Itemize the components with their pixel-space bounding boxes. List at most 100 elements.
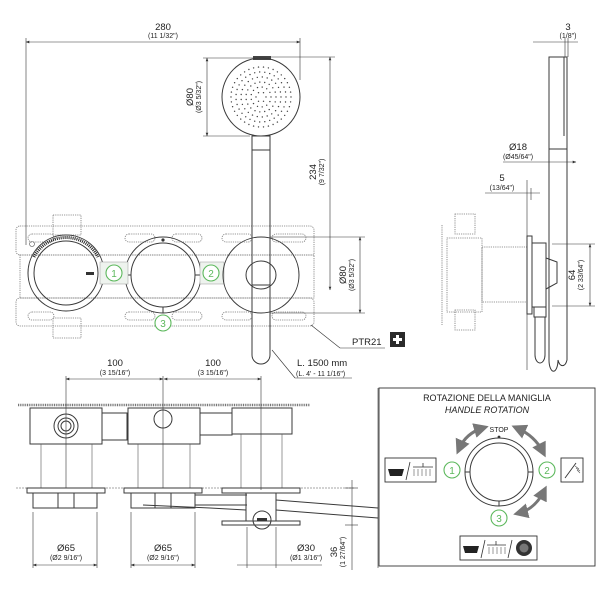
bath-overhead-and-body-jet-icon <box>459 535 538 561</box>
nozzle-dot <box>284 101 287 103</box>
dimension-234: 234 (9 7/32") <box>271 56 335 291</box>
nozzle-dot <box>268 108 270 111</box>
nozzle-dot <box>259 121 261 123</box>
svg-text:234: 234 <box>308 164 319 180</box>
nozzle-dot <box>252 125 255 127</box>
nozzle-dot <box>264 121 266 123</box>
nozzle-dot <box>279 101 282 103</box>
nozzle-dot <box>261 76 263 78</box>
svg-text:2: 2 <box>544 466 550 477</box>
nozzle-dot <box>280 74 282 76</box>
nozzle-dot <box>264 71 266 74</box>
rotation-subtitle: HANDLE ROTATION <box>445 405 530 415</box>
nozzle-dot <box>252 67 255 69</box>
hand-shower-icon <box>560 457 584 483</box>
nozzle-dot <box>236 114 238 117</box>
spray-nozzles <box>230 66 292 128</box>
nozzle-dot <box>251 78 254 80</box>
nozzle-dot <box>247 80 249 83</box>
svg-text:3: 3 <box>160 319 166 330</box>
dimension-65-b: Ø65 (Ø2 9/16") <box>130 512 196 568</box>
nozzle-dot <box>280 110 283 113</box>
nozzle-dot <box>272 87 274 89</box>
nozzle-dot <box>262 126 265 128</box>
svg-text:(2 33/64"): (2 33/64") <box>578 260 585 291</box>
dimension-3: 3 (1/8") <box>533 22 578 57</box>
nozzle-dot <box>266 77 268 79</box>
nozzle-dot <box>257 92 260 94</box>
nozzle-dot <box>269 91 271 94</box>
nozzle-dot <box>240 74 242 76</box>
nozzle-dot <box>272 68 274 71</box>
svg-text:1: 1 <box>111 269 117 280</box>
dimension-36: 36 (1 27/64") <box>329 480 358 570</box>
nozzle-dot <box>264 110 266 113</box>
svg-text:Ø80: Ø80 <box>338 266 349 284</box>
nozzle-dot <box>247 89 249 91</box>
nozzle-dot <box>273 75 275 77</box>
svg-text:(9 7/32"): (9 7/32") <box>319 159 326 186</box>
nozzle-dot <box>261 86 263 88</box>
nozzle-dot <box>275 96 277 98</box>
nozzle-dot <box>230 101 233 103</box>
svg-text:(L. 4' - 11 1/16"): (L. 4' - 11 1/16") <box>296 371 345 378</box>
position-marker-2: 2 <box>202 264 220 282</box>
nozzle-dot <box>289 101 292 103</box>
nozzle-dot <box>256 86 259 89</box>
accessory-callout: PTR21 <box>310 324 405 349</box>
nozzle-dot <box>259 81 261 83</box>
nozzle-dot <box>280 118 282 120</box>
nozzle-dot <box>256 76 258 79</box>
svg-text:(3 15/16"): (3 15/16") <box>198 370 229 377</box>
nozzle-dot <box>250 85 252 87</box>
nozzle-dot <box>284 91 287 93</box>
dimension-64: 64 (2 33/64") <box>552 243 595 307</box>
nozzle-dot <box>236 103 238 106</box>
svg-text:(Ø3 5/32"): (Ø3 5/32") <box>196 81 203 113</box>
rotation-position-3: 3 <box>490 509 508 527</box>
nozzle-dot <box>247 111 249 114</box>
svg-text:(13/64"): (13/64") <box>490 185 515 192</box>
bath-and-overhead-shower-icon <box>384 457 437 483</box>
nozzle-dot <box>241 112 243 115</box>
nozzle-dot <box>240 93 242 96</box>
nozzle-dot <box>290 96 292 98</box>
nozzle-dot <box>268 83 270 86</box>
nozzle-dot <box>245 116 247 118</box>
side-view: 3 (1/8") Ø18 (Ø45/64") 5 (13/64") <box>441 22 595 372</box>
thermostatic-dial <box>27 234 105 312</box>
svg-text:100: 100 <box>107 358 123 369</box>
nozzle-dot <box>262 92 265 94</box>
rotation-handle-diagram <box>464 437 534 507</box>
nozzle-dot <box>250 98 252 101</box>
dimension-65-a: Ø65 (Ø2 9/16") <box>32 512 98 568</box>
svg-text:(1/8"): (1/8") <box>560 33 577 40</box>
nozzle-dot <box>280 96 282 98</box>
nozzle-dot <box>269 119 271 122</box>
svg-text:(1 27/64"): (1 27/64") <box>340 537 347 568</box>
rotation-position-1: 1 <box>443 461 461 479</box>
nozzle-dot <box>289 91 292 93</box>
nozzle-dot <box>245 76 247 78</box>
dimension-18: Ø18 (Ø45/64") <box>503 142 577 164</box>
rotation-arrows <box>455 423 547 519</box>
nozzle-dot <box>249 73 251 76</box>
nozzle-dot <box>241 80 243 82</box>
svg-text:64: 64 <box>567 270 578 281</box>
nozzle-dot <box>251 114 254 116</box>
nozzle-dot <box>241 88 244 91</box>
nozzle-dot <box>267 125 270 127</box>
nozzle-dot <box>274 91 276 93</box>
svg-text:Ø65: Ø65 <box>154 543 172 554</box>
nozzle-dot <box>235 98 237 101</box>
nozzle-dot <box>248 68 250 71</box>
nozzle-dot <box>259 71 261 73</box>
svg-text:L. 1500 mm: L. 1500 mm <box>297 358 347 369</box>
hand-shower-outlet <box>222 236 300 314</box>
dimension-head-diameter: Ø80 (Ø3 5/32") <box>185 57 255 137</box>
svg-text:(Ø2 9/16"): (Ø2 9/16") <box>50 555 82 562</box>
nozzle-dot <box>274 101 276 103</box>
nozzle-dot <box>249 118 251 121</box>
nozzle-dot <box>276 71 279 73</box>
